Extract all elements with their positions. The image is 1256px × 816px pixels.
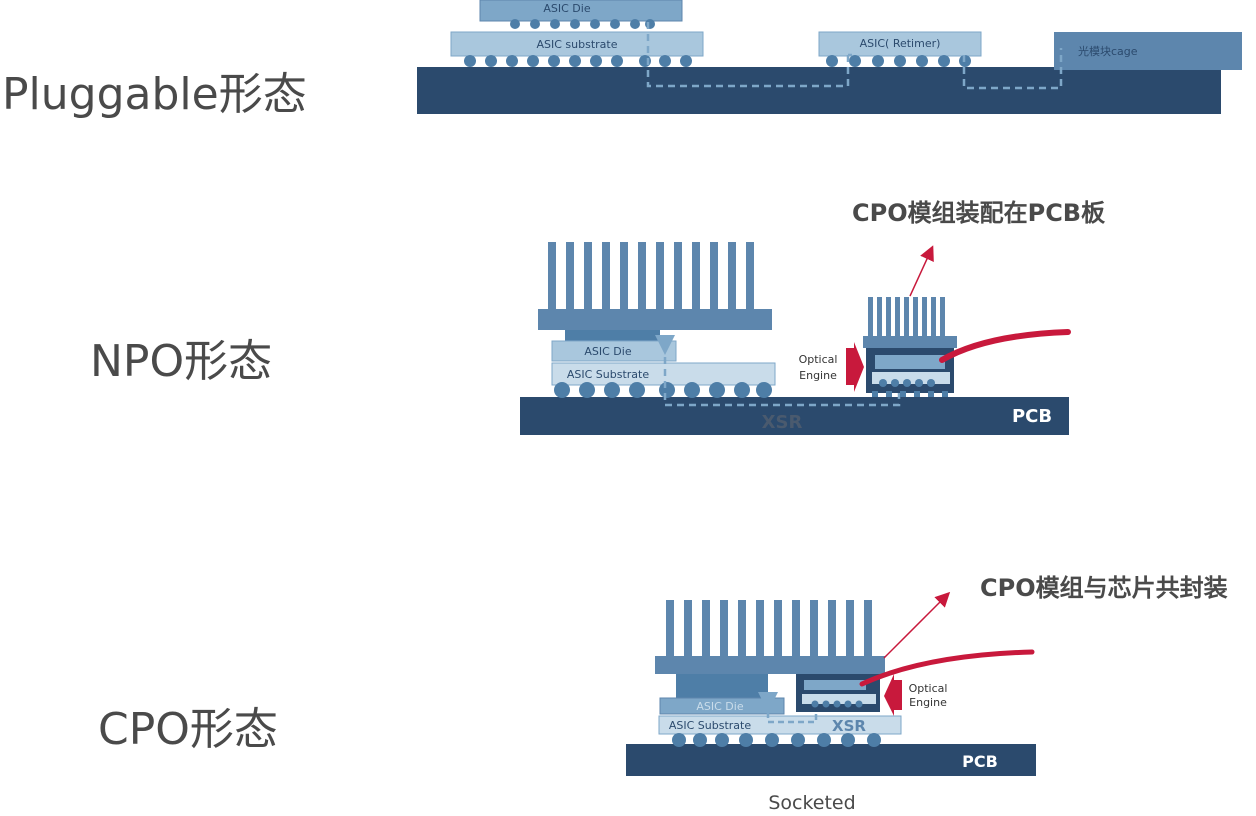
cpo-fiber [859, 649, 1035, 687]
cpo-xsr-label: XSR [832, 717, 866, 735]
cpo-diagram: PCB ASIC Die ASIC Substrate XSR [626, 574, 1228, 814]
npo-fiber [939, 329, 1071, 363]
cpo-callout-arrow [883, 591, 951, 659]
cpo-asic-die [659, 697, 785, 715]
npo-pcb-label: PCB [1012, 406, 1052, 427]
cpo-pcb-label: PCB [962, 752, 998, 771]
pluggable-diagram: ASIC Die ASIC substrate ASIC( Retimer) 光… [417, 0, 1242, 114]
cpo-optical-label-2: Engine [909, 696, 947, 709]
npo-optical-label-1: Optical [799, 353, 838, 366]
cpo-heatsink-fins [666, 600, 872, 658]
pluggable-asic-substrate [450, 31, 704, 57]
cpo-optical-label-1: Optical [909, 682, 948, 695]
cpo-caption: Socketed [768, 792, 855, 814]
npo-title: NPO形态 [90, 336, 273, 387]
npo-heat-spreader [565, 330, 660, 342]
npo-heatsink-fins [548, 242, 754, 310]
pluggable-asic-substrate-label: ASIC substrate [536, 38, 617, 51]
pluggable-pcb [417, 67, 1221, 114]
npo-module-fins [868, 297, 945, 337]
npo-xsr-label: XSR [762, 412, 803, 433]
pluggable-cage [1054, 32, 1242, 70]
pluggable-title: Pluggable形态 [2, 69, 307, 120]
npo-optical-label-2: Engine [799, 369, 837, 382]
cpo-pcb [626, 744, 1036, 776]
cpo-asic-substrate-label: ASIC Substrate [669, 719, 751, 732]
npo-heatsink-base [538, 309, 772, 330]
npo-substrate-balls [554, 382, 772, 398]
npo-signal-trace [655, 335, 901, 407]
cpo-substrate-balls [672, 733, 881, 747]
cpo-heatsink-base [655, 656, 885, 674]
pluggable-asic-die [479, 0, 683, 22]
cpo-heat-spreader [676, 674, 768, 698]
npo-asic-die [551, 340, 677, 362]
npo-callout-arrow [909, 245, 934, 297]
pluggable-substrate-balls [464, 55, 692, 67]
cpo-signal-trace [758, 692, 818, 724]
npo-asic-substrate-label: ASIC Substrate [567, 368, 649, 381]
npo-optical-module [863, 297, 957, 397]
cpo-asic-substrate [658, 715, 902, 735]
cpo-optical-module [796, 674, 880, 712]
pluggable-retimer-label: ASIC( Retimer) [860, 37, 941, 50]
cpo-asic-die-label: ASIC Die [696, 700, 743, 713]
cpo-optical-engine-arrow [884, 674, 902, 716]
cpo-callout-text: CPO模组与芯片共封装 [980, 574, 1228, 602]
npo-pcb [520, 397, 1069, 435]
pluggable-retimer-balls [826, 55, 971, 67]
pluggable-retimer [818, 31, 982, 57]
npo-asic-die-label: ASIC Die [584, 345, 631, 358]
cpo-title: CPO形态 [98, 704, 278, 755]
pluggable-signal-trace [646, 10, 1063, 90]
npo-optical-engine-arrow [846, 342, 864, 392]
pluggable-asic-die-label: ASIC Die [543, 2, 590, 15]
pluggable-cage-label: 光模块cage [1078, 44, 1138, 58]
npo-diagram: PCB XSR ASIC Die ASIC Substrate [520, 199, 1106, 435]
npo-callout-text: CPO模组装配在PCB板 [852, 199, 1106, 227]
